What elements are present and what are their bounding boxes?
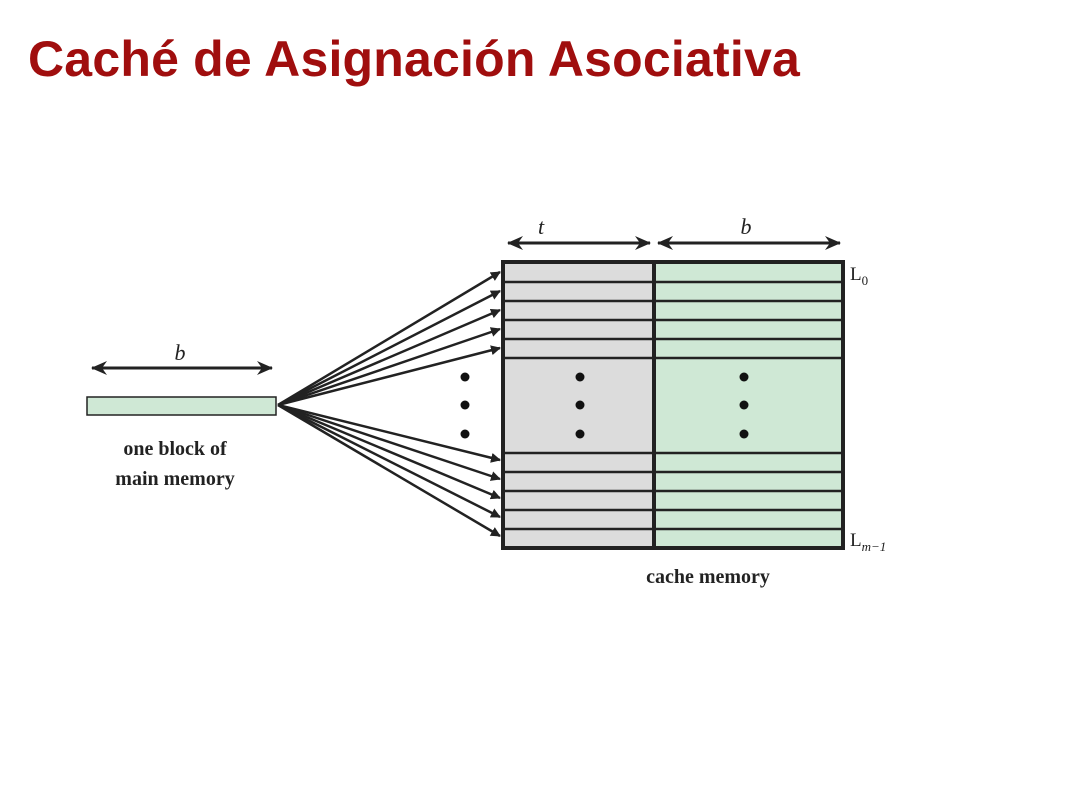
last-line-label: Lm−1 [850, 530, 886, 554]
tag-width-label: t [538, 214, 545, 239]
block-width-label: b [175, 340, 186, 365]
main-block-caption-line-1: one block of [123, 438, 227, 460]
main-memory-block [86, 396, 277, 416]
main-block-caption-line-2: main memory [115, 468, 234, 490]
cache-memory [460, 260, 845, 550]
page-title: Caché de Asignación Asociativa [28, 31, 800, 87]
first-line-label: L0 [850, 264, 868, 288]
mapping-arrows [277, 270, 501, 538]
cache-memory-caption: cache memory [646, 566, 770, 588]
data-width-label: b [741, 214, 752, 239]
cache-outline [501, 260, 845, 550]
ellipsis-dots [460, 372, 749, 439]
cache-line-dividers [503, 280, 843, 531]
